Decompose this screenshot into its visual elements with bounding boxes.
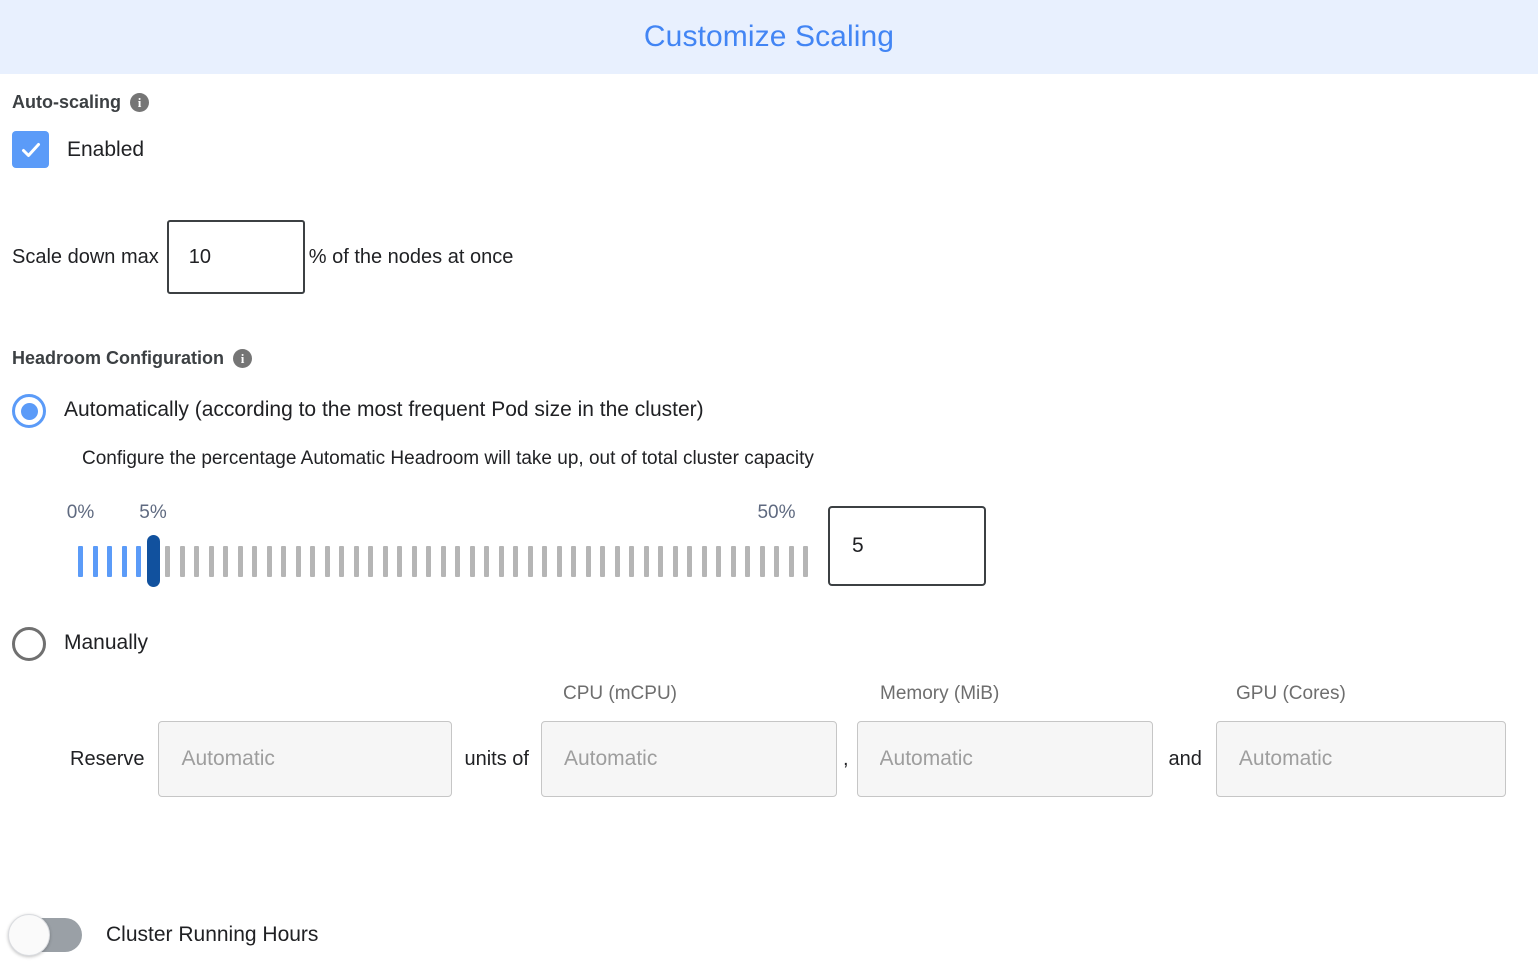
dialog-header: Customize Scaling bbox=[0, 0, 1538, 74]
slider-tick-labels: 0% 5% 50% bbox=[67, 502, 808, 528]
radio-manually[interactable] bbox=[12, 627, 46, 661]
slider-tick bbox=[252, 546, 257, 577]
comma-separator: , bbox=[842, 747, 849, 770]
slider-tick bbox=[121, 546, 127, 577]
slider-tick bbox=[643, 546, 649, 577]
units-of-label: units of bbox=[464, 747, 529, 770]
slider-tick bbox=[571, 546, 576, 577]
headroom-percentage-input[interactable] bbox=[828, 506, 986, 586]
reserve-gpu-input[interactable] bbox=[1215, 721, 1506, 797]
slider-tick bbox=[701, 546, 707, 577]
slider-tick bbox=[455, 546, 460, 577]
slider-tick bbox=[687, 546, 692, 577]
slider-tick bbox=[179, 546, 185, 577]
slider-tick bbox=[774, 546, 779, 577]
slider-tick bbox=[107, 546, 112, 577]
slider-tick bbox=[484, 546, 489, 577]
slider-tick bbox=[585, 546, 591, 577]
page-title: Customize Scaling bbox=[643, 20, 895, 53]
gpu-field-label: GPU (Cores) bbox=[1236, 683, 1346, 704]
slider-tick bbox=[295, 546, 301, 577]
slider-tick bbox=[382, 546, 388, 577]
scale-down-max-label: Scale down max bbox=[12, 245, 159, 268]
headroom-manual-row[interactable]: Manually bbox=[12, 626, 1526, 661]
slider-tick bbox=[759, 546, 765, 577]
slider-tick bbox=[788, 546, 794, 577]
slider-tick bbox=[730, 546, 736, 577]
slider-tick bbox=[716, 546, 721, 577]
reserve-units-input[interactable] bbox=[158, 721, 453, 797]
slider-tick bbox=[527, 546, 533, 577]
slider-min-label: 0% bbox=[66, 502, 95, 523]
slider-current-label: 5% bbox=[139, 502, 167, 523]
slider-tick bbox=[411, 546, 417, 577]
slider-tick bbox=[803, 546, 808, 577]
slider-tick bbox=[208, 546, 214, 577]
radio-manually-label: Manually bbox=[64, 631, 149, 654]
slider-tick bbox=[513, 546, 518, 577]
auto-scaling-title-text: Auto-scaling bbox=[12, 92, 122, 112]
slider-tick bbox=[165, 546, 170, 577]
reserve-cpu-input[interactable] bbox=[540, 721, 837, 797]
slider-tick bbox=[281, 546, 286, 577]
enabled-checkbox-label: Enabled bbox=[67, 137, 145, 161]
and-label: and bbox=[1168, 747, 1202, 770]
cluster-running-hours-label: Cluster Running Hours bbox=[106, 923, 319, 946]
slider-tick bbox=[92, 546, 98, 577]
slider-tick bbox=[469, 546, 475, 577]
slider-tick bbox=[542, 546, 547, 577]
info-icon[interactable]: i bbox=[130, 93, 150, 112]
scale-down-max-input[interactable] bbox=[166, 220, 305, 294]
slider-tick bbox=[397, 546, 402, 577]
auto-scaling-section-title: Auto-scaling i bbox=[12, 92, 1526, 113]
reserve-field-headers: CPU (mCPU) Memory (MiB) GPU (Cores) bbox=[12, 683, 1526, 713]
slider-tick bbox=[339, 546, 344, 577]
slider-tick bbox=[440, 546, 446, 577]
auto-scaling-enabled-row[interactable]: Enabled bbox=[12, 131, 1526, 168]
slider-tick bbox=[266, 546, 272, 577]
reserve-label: Reserve bbox=[70, 747, 145, 770]
slider-tick bbox=[237, 546, 243, 577]
slider-tick bbox=[324, 546, 330, 577]
enabled-checkbox[interactable] bbox=[12, 131, 49, 168]
slider-tick bbox=[498, 546, 504, 577]
slider-thumb[interactable] bbox=[146, 535, 160, 587]
slider-max-label: 50% bbox=[757, 502, 796, 523]
scale-down-max-suffix: % of the nodes at once bbox=[308, 245, 514, 268]
slider-tick bbox=[78, 546, 83, 577]
slider-tick bbox=[136, 546, 141, 577]
slider-track[interactable] bbox=[78, 535, 808, 587]
headroom-automatic-description: Configure the percentage Automatic Headr… bbox=[82, 448, 814, 469]
radio-automatic-label: Automatically (according to the most fre… bbox=[64, 398, 704, 421]
slider-tick bbox=[672, 546, 678, 577]
headroom-percentage-slider[interactable]: 0% 5% 50% bbox=[67, 502, 986, 598]
slider-tick bbox=[745, 546, 750, 577]
radio-automatic[interactable] bbox=[12, 394, 46, 428]
scale-down-max-row: Scale down max % of the nodes at once bbox=[12, 220, 1526, 294]
headroom-title-text: Headroom Configuration bbox=[12, 348, 224, 368]
slider-tick bbox=[368, 546, 373, 577]
reserve-inputs-row: Reserve units of , and bbox=[12, 721, 1526, 797]
reserve-fields-block: CPU (mCPU) Memory (MiB) GPU (Cores) Rese… bbox=[12, 683, 1526, 813]
slider-tick bbox=[658, 546, 663, 577]
cluster-running-hours-row[interactable]: Cluster Running Hours bbox=[8, 914, 319, 956]
info-icon[interactable]: i bbox=[233, 349, 252, 368]
slider-tick bbox=[223, 546, 228, 577]
slider-tick bbox=[310, 546, 315, 577]
slider-tick bbox=[629, 546, 634, 577]
settings-content: Auto-scaling i Enabled Scale down max % … bbox=[0, 92, 1538, 813]
headroom-section-title: Headroom Configuration i bbox=[12, 348, 1526, 369]
reserve-memory-input[interactable] bbox=[856, 721, 1153, 797]
slider-tick bbox=[194, 546, 199, 577]
headroom-automatic-row[interactable]: Automatically (according to the most fre… bbox=[12, 393, 1526, 428]
slider-tick bbox=[600, 546, 605, 577]
slider-tick bbox=[556, 546, 562, 577]
toggle-knob bbox=[8, 914, 50, 956]
cluster-running-hours-toggle[interactable] bbox=[8, 914, 82, 956]
cpu-field-label: CPU (mCPU) bbox=[563, 683, 677, 704]
slider-tick bbox=[353, 546, 359, 577]
slider-tick bbox=[426, 546, 431, 577]
slider-tick bbox=[614, 546, 620, 577]
memory-field-label: Memory (MiB) bbox=[880, 683, 1000, 704]
